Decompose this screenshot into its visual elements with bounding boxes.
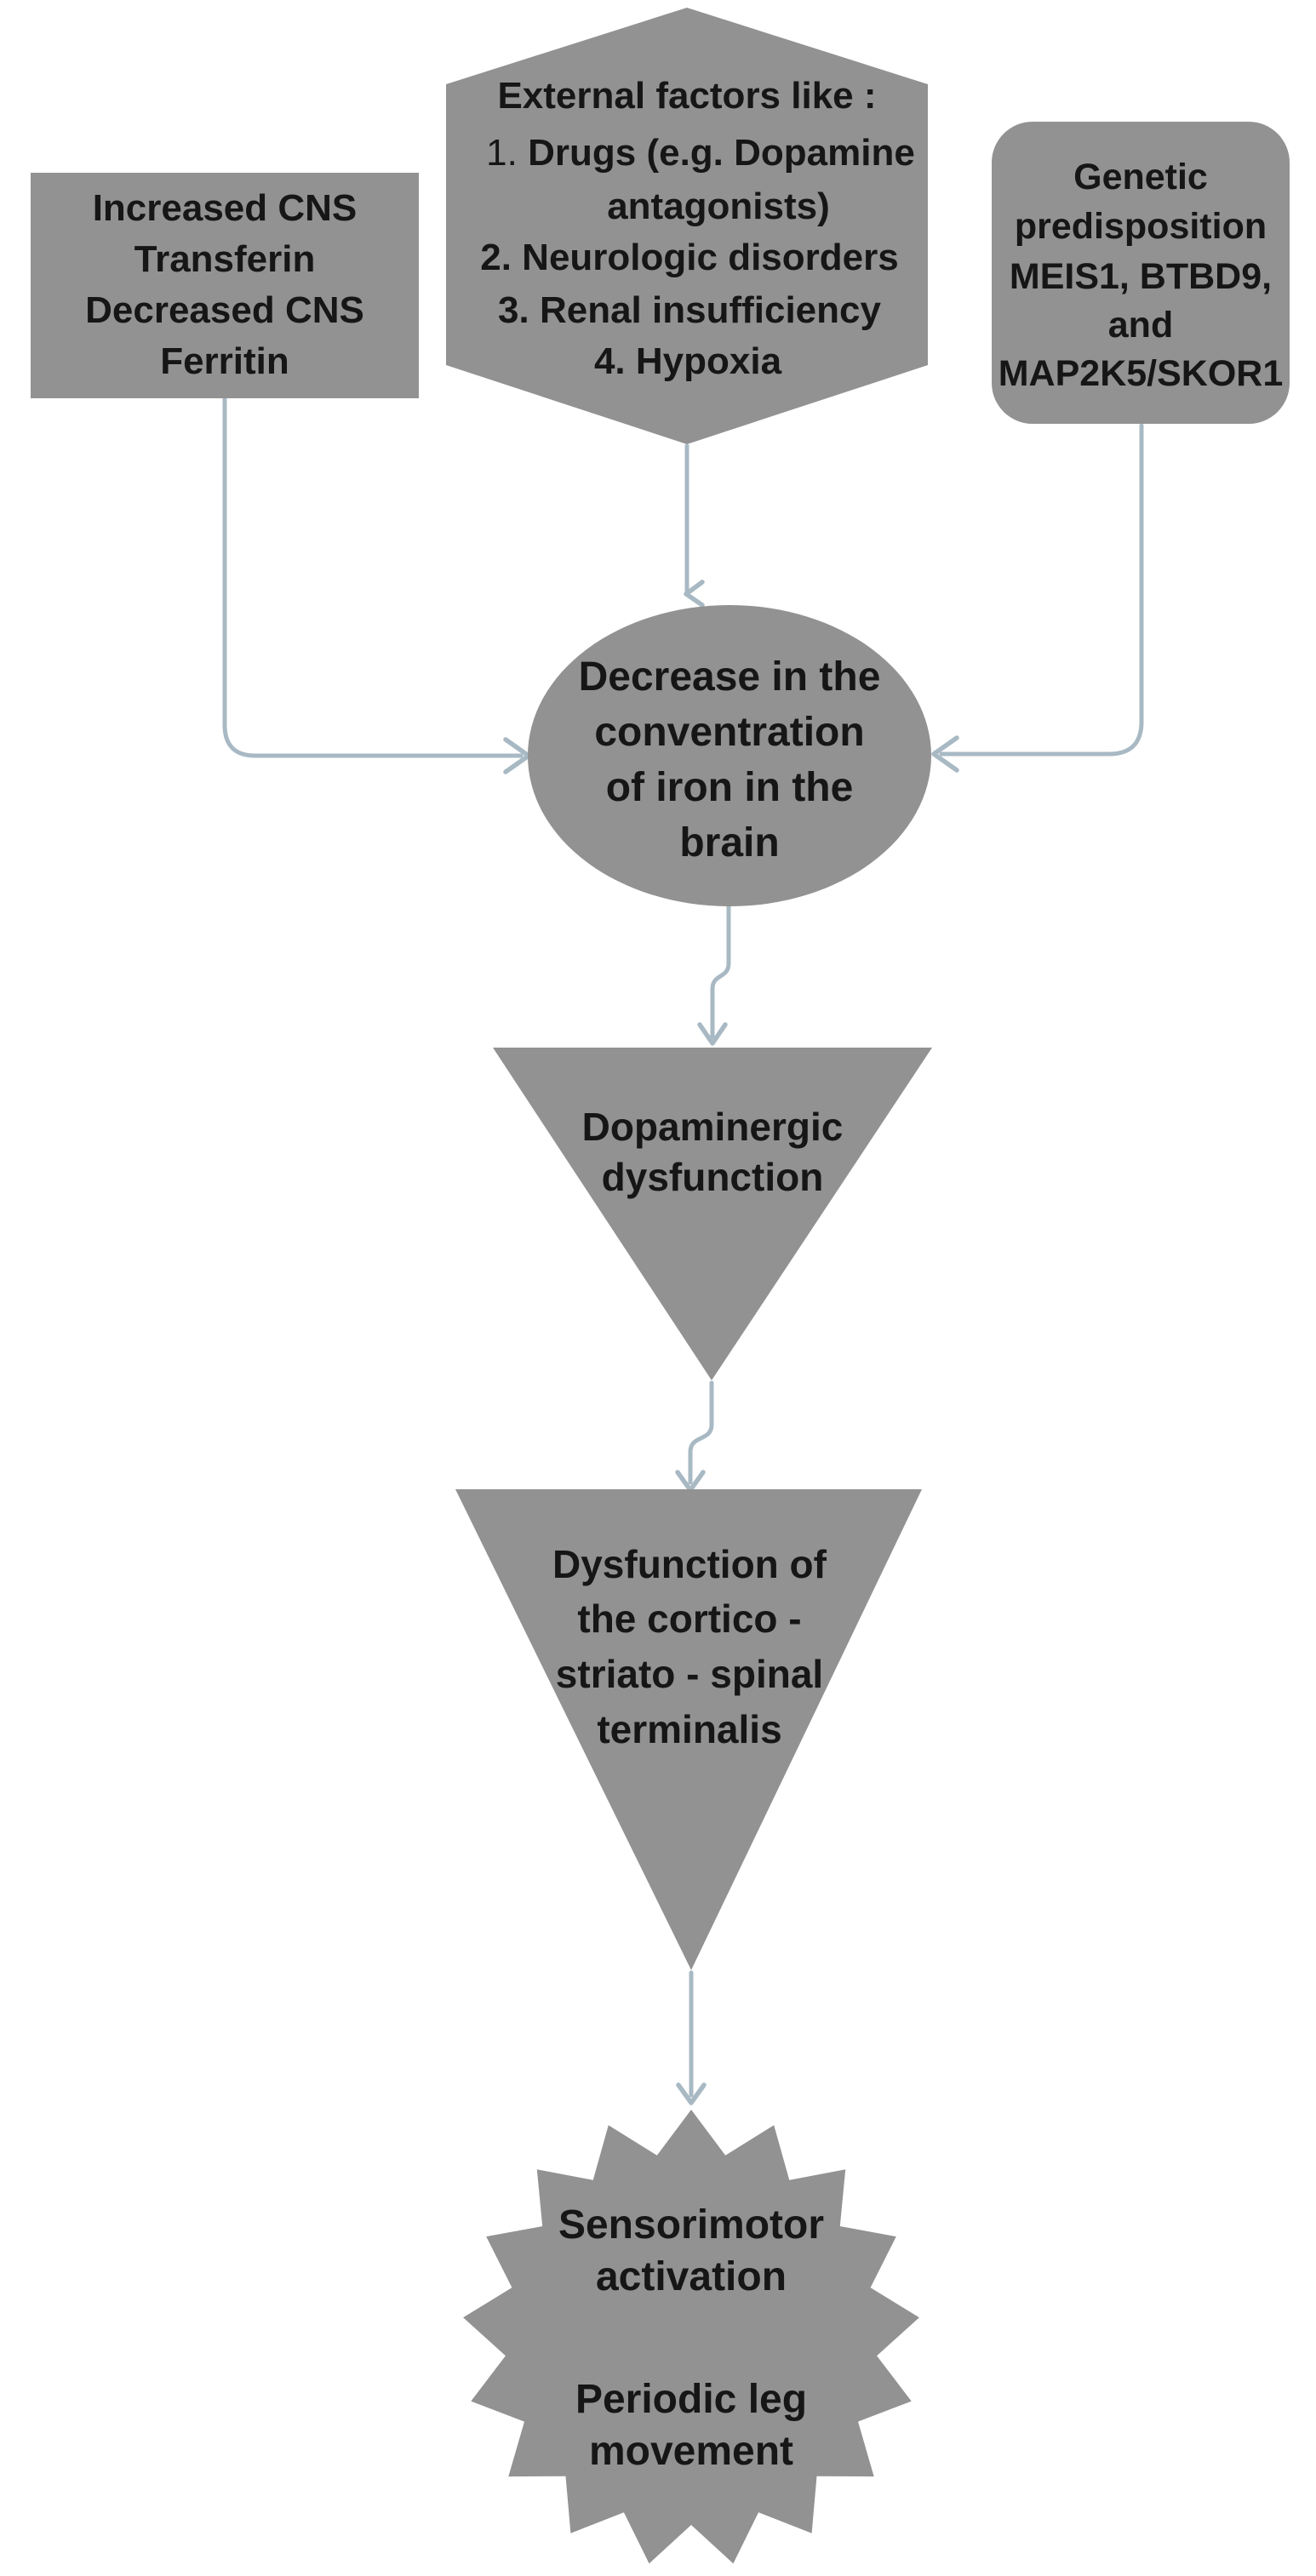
svg-text:activation: activation <box>596 2254 787 2299</box>
svg-text:4. Hypoxia: 4. Hypoxia <box>594 340 782 382</box>
svg-text:dysfunction: dysfunction <box>602 1155 824 1199</box>
svg-text:Decreased CNS: Decreased CNS <box>85 289 364 331</box>
svg-text:conventration: conventration <box>594 710 864 755</box>
svg-text:3. Renal insufficiency: 3. Renal insufficiency <box>498 289 881 331</box>
svg-text:Sensorimotor: Sensorimotor <box>558 2202 824 2248</box>
svg-text:1. Drugs (e.g. Dopamine: 1. Drugs (e.g. Dopamine <box>486 132 915 174</box>
svg-text:brain: brain <box>679 820 779 865</box>
svg-text:Dysfunction of: Dysfunction of <box>552 1542 827 1586</box>
svg-text:movement: movement <box>589 2429 793 2474</box>
svg-text:of iron in the: of iron in the <box>606 765 854 810</box>
svg-text:Ferritin: Ferritin <box>160 340 289 382</box>
svg-text:External factors like :: External factors like : <box>497 75 876 117</box>
svg-text:and: and <box>1108 305 1173 346</box>
svg-text:MEIS1, BTBD9,: MEIS1, BTBD9, <box>1010 256 1272 297</box>
svg-text:Genetic: Genetic <box>1073 157 1208 197</box>
svg-text:Increased CNS: Increased CNS <box>93 187 358 229</box>
svg-text:terminalis: terminalis <box>597 1707 781 1751</box>
svg-text:Decrease in the: Decrease in the <box>579 654 881 700</box>
svg-text:antagonists): antagonists) <box>607 186 830 227</box>
svg-text:MAP2K5/SKOR1: MAP2K5/SKOR1 <box>998 353 1284 394</box>
svg-text:2. Neurologic disorders: 2. Neurologic disorders <box>480 237 898 278</box>
svg-text:the cortico -: the cortico - <box>577 1596 801 1641</box>
svg-text:striato - spinal: striato - spinal <box>556 1652 823 1696</box>
svg-text:predisposition: predisposition <box>1015 206 1267 247</box>
svg-text:Dopaminergic: Dopaminergic <box>582 1105 844 1149</box>
svg-text:Periodic leg: Periodic leg <box>575 2377 807 2422</box>
svg-text:Transferin: Transferin <box>134 238 316 280</box>
